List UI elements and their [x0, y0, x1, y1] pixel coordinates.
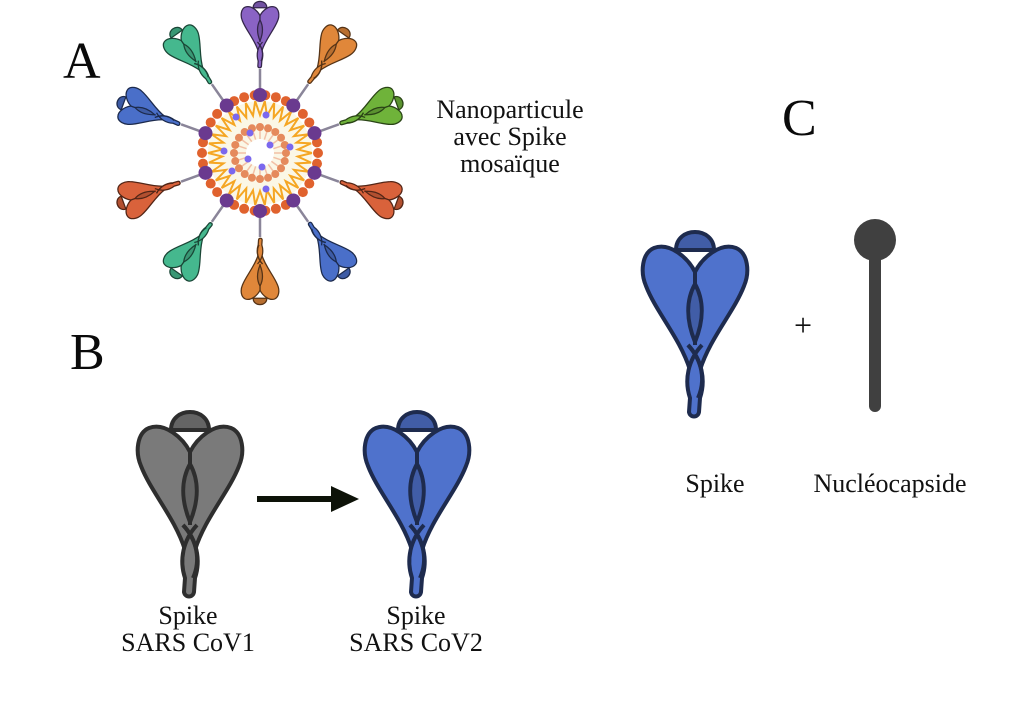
inner-lipid-bead [264, 173, 273, 182]
lipid-bead [212, 187, 223, 198]
lipid-bead [304, 117, 315, 128]
spike-sars-cov1-icon [135, 410, 245, 599]
inner-lipid-bead [271, 170, 280, 179]
anchor-bead [198, 126, 213, 141]
mosaic-spike-icon [307, 221, 358, 282]
lipid-bead [239, 92, 250, 103]
cargo-dot [286, 143, 294, 151]
inner-lipid-bead [264, 124, 273, 133]
mosaic-spike-icon [240, 237, 280, 306]
inner-lipid-bead [277, 133, 286, 142]
inner-lipid-bead [234, 164, 243, 173]
nanoparticle-label-line-1: Nanoparticule [436, 95, 584, 124]
spike-cov1-label-line-2: SARS CoV1 [121, 628, 255, 657]
lipid-bead [197, 148, 207, 158]
spike-cov2-label-line-2: SARS CoV2 [349, 628, 483, 657]
panel-a-letter: A [63, 33, 101, 90]
nucleocapsid-icon [854, 219, 896, 412]
cargo-dot [246, 129, 254, 137]
mosaic-spike-icon [162, 24, 213, 85]
inner-lipid-bead [277, 164, 286, 173]
inner-lipid-bead [230, 149, 238, 157]
arrow-right-icon [257, 486, 359, 512]
nanoparticle-label: Nanoparticule avec Spike mosaïque [410, 96, 610, 177]
lipid-bead [313, 148, 323, 158]
inner-lipid-bead [282, 149, 290, 157]
panel-b-letter: B [70, 324, 105, 381]
mosaic-spike-icon [240, 0, 280, 69]
anchor-bead [307, 126, 322, 141]
anchor-bead [253, 88, 267, 102]
spike-sars-cov2-icon [362, 410, 472, 599]
spike-label: Spike [685, 469, 745, 498]
panel-c-letter: C [782, 90, 817, 147]
anchor-bead [286, 193, 301, 208]
cargo-dot [262, 185, 270, 193]
mosaic-spike-icon [339, 86, 404, 126]
anchor-bead [219, 193, 234, 208]
lipid-bead [205, 117, 216, 128]
inner-lipid-bead [234, 133, 243, 142]
cargo-dot [244, 155, 252, 163]
inner-lipid-bead [231, 157, 240, 166]
spike-cov1-label: Spike SARS CoV1 [98, 602, 278, 656]
lipid-bead [297, 108, 308, 119]
spike-cov1-label-line-1: Spike [158, 601, 218, 630]
mosaic-spike-icon [162, 222, 213, 282]
lipid-bead [212, 108, 223, 119]
spike-cov2-label: Spike SARS CoV2 [326, 602, 506, 656]
lipid-bead [270, 92, 281, 103]
inner-lipid-bead [247, 173, 256, 182]
lipid-bead [270, 203, 281, 214]
cargo-dot [232, 113, 240, 121]
cargo-dot [262, 111, 270, 119]
nanoparticle-label-line-3: mosaïque [460, 149, 560, 178]
anchor-bead [286, 98, 301, 113]
cargo-dot [258, 163, 266, 171]
cargo-dot [220, 147, 228, 155]
inner-lipid-bead [280, 157, 289, 166]
inner-lipid-bead [231, 140, 240, 149]
mosaic-spike-icon [339, 180, 404, 220]
inner-lipid-bead [271, 127, 280, 136]
inner-lipid-bead [256, 175, 264, 183]
anchor-bead [219, 98, 234, 113]
nanoparticle-label-line-2: avec Spike [453, 122, 567, 151]
lipid-bead [304, 178, 315, 189]
plus-sign: + [793, 307, 813, 343]
anchor-bead [198, 165, 213, 180]
inner-lipid-bead [256, 123, 264, 131]
lipid-tails [207, 100, 313, 206]
anchor-bead [253, 204, 267, 218]
mosaic-spike-icon [307, 24, 358, 84]
lipid-bead [239, 203, 250, 214]
spike-protein-icon [640, 230, 750, 419]
lipid-bead [297, 187, 308, 198]
cargo-dot [228, 167, 236, 175]
nucleocapsid-label: Nucléocapside [813, 469, 967, 498]
mosaic-spike-icon [116, 180, 181, 220]
inner-lipid-bead [240, 170, 249, 179]
anchor-bead [307, 165, 322, 180]
lipid-bead [205, 178, 216, 189]
mosaic-spike-icon [116, 86, 181, 126]
spike-cov2-label-line-1: Spike [386, 601, 446, 630]
nanoparticle-illustration [116, 0, 404, 306]
cargo-dot [266, 141, 274, 149]
